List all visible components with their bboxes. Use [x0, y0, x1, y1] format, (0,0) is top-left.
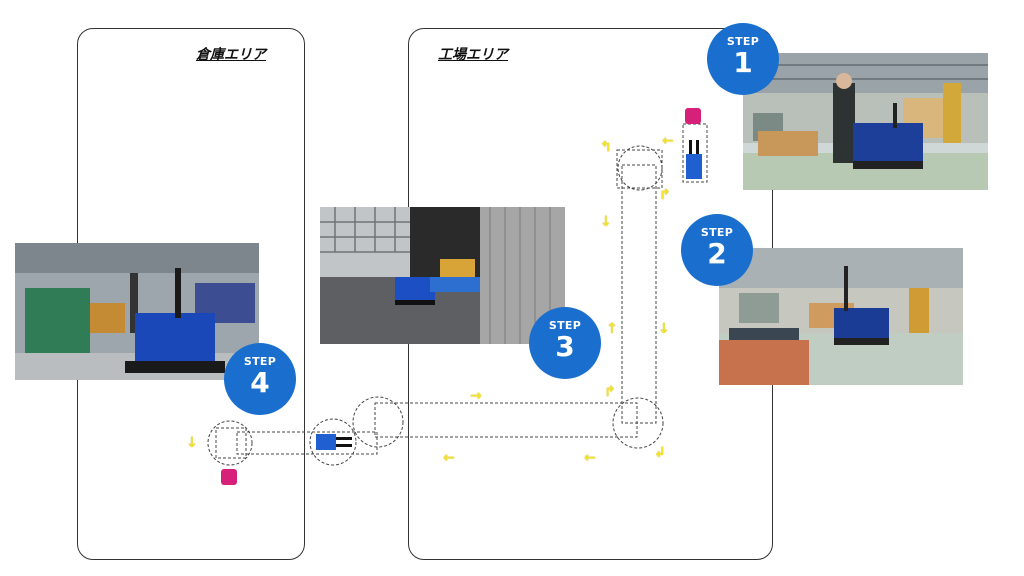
arrow-icon: → — [470, 388, 482, 404]
step-label: STEP — [726, 35, 760, 48]
step-label: STEP — [700, 226, 734, 239]
turn-box-top — [616, 149, 663, 189]
step-badge-4: STEP 4 — [224, 343, 296, 415]
arrow-icon: ↑ — [606, 321, 618, 337]
turn-circle-corner — [612, 397, 664, 449]
photo-step1 — [743, 53, 988, 190]
step-label: STEP — [243, 355, 277, 368]
step-number: 4 — [250, 366, 270, 399]
pickup-station-factory — [685, 108, 701, 124]
arrow-icon: ↓ — [658, 321, 670, 337]
horizontal-corridor-upper — [374, 402, 638, 438]
turn-box-warehouse — [215, 427, 247, 459]
step-number: 1 — [733, 46, 753, 79]
step-badge-2: STEP 2 — [681, 214, 753, 286]
step-label: STEP — [548, 319, 582, 332]
agv-robot-factory — [686, 140, 702, 179]
turn-circle-junction — [352, 396, 404, 448]
turn-circle-warehouse — [207, 420, 253, 466]
step-badge-1: STEP 1 — [707, 23, 779, 95]
photo-step4 — [15, 243, 259, 380]
step-number: 3 — [555, 330, 575, 363]
arrow-icon: ← — [662, 133, 674, 149]
step-number: 2 — [707, 237, 727, 270]
arrow-icon: ↓ — [186, 435, 198, 451]
agv-robot-warehouse — [316, 434, 352, 450]
arrow-icon: ↲ — [654, 445, 666, 461]
arrow-icon: ← — [584, 450, 596, 466]
vertical-corridor — [621, 164, 657, 424]
factory-area-title: 工場エリア — [438, 47, 508, 63]
arrow-icon: ← — [443, 450, 455, 466]
arrow-icon: ↱ — [604, 384, 616, 400]
turn-circle-top — [617, 145, 663, 191]
pickup-station-warehouse — [221, 469, 237, 485]
arrow-icon: ↓ — [600, 214, 612, 230]
horizontal-corridor-lower — [236, 431, 378, 455]
warehouse-area-title: 倉庫エリア — [196, 47, 266, 63]
turn-circle-warehouse-entry — [309, 418, 357, 466]
photo-step2 — [719, 248, 963, 385]
arrow-icon: ↱ — [659, 187, 671, 203]
step-badge-3: STEP 3 — [529, 307, 601, 379]
arrow-icon: ↰ — [600, 139, 612, 155]
photo-step3 — [320, 207, 565, 344]
